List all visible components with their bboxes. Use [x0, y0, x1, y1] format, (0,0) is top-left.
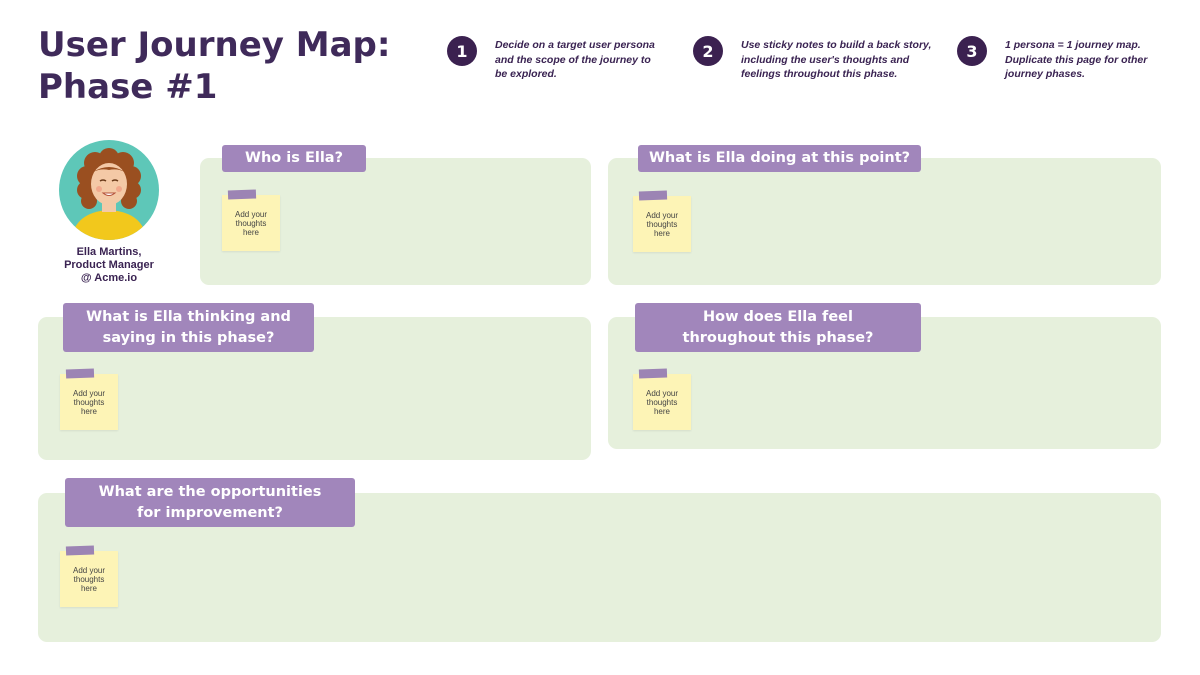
- sticky-note-text: Add your thoughts here: [234, 210, 268, 237]
- section-label-thinking: What is Ella thinking and saying in this…: [63, 303, 314, 352]
- step-number-badge: 3: [957, 36, 987, 66]
- persona-caption: Ella Martins, Product Manager @ Acme.io: [64, 246, 154, 284]
- step-text: Use sticky notes to build a back story, …: [741, 39, 932, 80]
- tape-icon: [638, 368, 668, 379]
- section-panel-doing: [608, 158, 1161, 285]
- section-label-feel: How does Ella feel throughout this phase…: [635, 303, 921, 352]
- tape-icon: [227, 189, 257, 200]
- woman-avatar-icon: [59, 140, 159, 240]
- page-title: User Journey Map: Phase #1: [38, 25, 391, 107]
- sticky-note[interactable]: Add your thoughts here: [60, 368, 118, 430]
- section-label-doing: What is Ella doing at this point?: [638, 145, 921, 172]
- tape-icon: [65, 545, 95, 556]
- tape-icon: [638, 190, 668, 201]
- sticky-note-text: Add your thoughts here: [645, 211, 679, 238]
- section-label-who-is: Who is Ella?: [222, 145, 366, 172]
- step-number-badge: 2: [693, 36, 723, 66]
- step-text: 1 persona = 1 journey map. Duplicate thi…: [1005, 39, 1148, 80]
- step-number-badge: 1: [447, 36, 477, 66]
- tape-icon: [65, 368, 95, 379]
- sticky-note[interactable]: Add your thoughts here: [60, 545, 118, 607]
- sticky-note-text: Add your thoughts here: [645, 389, 679, 416]
- section-label-opportunities: What are the opportunities for improveme…: [65, 478, 355, 527]
- sticky-note[interactable]: Add your thoughts here: [222, 189, 280, 251]
- sticky-note-text: Add your thoughts here: [72, 389, 106, 416]
- step-text: Decide on a target user persona and the …: [495, 39, 655, 80]
- sticky-note[interactable]: Add your thoughts here: [633, 368, 691, 430]
- sticky-note-text: Add your thoughts here: [72, 566, 106, 593]
- sticky-note[interactable]: Add your thoughts here: [633, 190, 691, 252]
